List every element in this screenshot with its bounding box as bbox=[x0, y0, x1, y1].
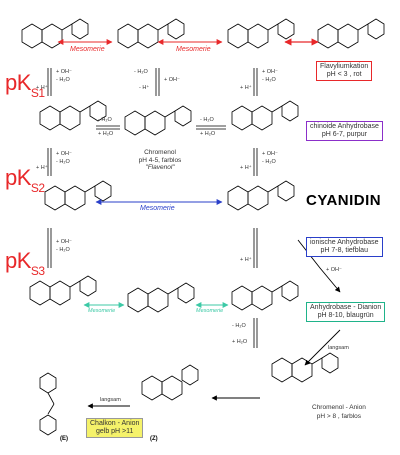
eq-label: + H⁺ bbox=[240, 257, 252, 263]
eq-label: + OH⁻ bbox=[56, 151, 72, 157]
molecule-2b bbox=[124, 105, 192, 136]
molecule-1b bbox=[117, 18, 185, 49]
eq-label: - H₂O bbox=[98, 117, 112, 123]
eq-arrow-v6 bbox=[47, 228, 52, 268]
molecule-5c-e-chalkon bbox=[39, 372, 57, 436]
pk-s3-label: pKS3 bbox=[5, 248, 45, 279]
molecule-4c bbox=[231, 280, 299, 311]
eq-label: + H₂O bbox=[98, 131, 114, 137]
chromenol-anion-label: Chromenol - Anion pH > 8 , farblos bbox=[312, 404, 366, 420]
molecule-5a-chromenol-anion bbox=[271, 352, 339, 383]
mesomerie-top-right: Mesomerie bbox=[176, 46, 211, 53]
molecule-3a bbox=[44, 180, 112, 211]
eq-label: + OH⁻ bbox=[56, 239, 72, 245]
eq-label: + OH⁻ bbox=[164, 77, 180, 83]
molecule-5b-z-chalkon bbox=[141, 364, 199, 401]
eq-arrow-v3 bbox=[253, 68, 258, 96]
eq-label: + H⁺ bbox=[240, 85, 252, 91]
molecule-2c bbox=[231, 100, 299, 131]
eq-label: - H⁺ bbox=[139, 85, 150, 91]
molecule-3b bbox=[227, 180, 295, 211]
molecule-4b bbox=[127, 282, 195, 313]
molecule-1c bbox=[227, 18, 295, 49]
eq-label: - H₂O bbox=[200, 117, 214, 123]
diagram-title: CYANIDIN bbox=[306, 192, 382, 209]
chromenol-label: Chromenol pH 4-5, farblos "Flavenol" bbox=[138, 149, 182, 171]
eq-arrow-v7 bbox=[253, 228, 258, 268]
eq-label: - H₂O bbox=[56, 247, 70, 253]
eq-arrow-v2 bbox=[155, 68, 160, 96]
eq-label: - H₂O bbox=[262, 159, 276, 165]
compound-label-z: (Z) bbox=[150, 436, 158, 442]
molecule-4a bbox=[29, 275, 97, 306]
eq-arrow-v8 bbox=[253, 318, 258, 348]
eq-label: + H⁺ bbox=[36, 85, 48, 91]
molecule-1a bbox=[21, 18, 89, 49]
eq-label: + OH⁻ bbox=[326, 267, 342, 273]
eq-label: + OH⁻ bbox=[262, 69, 278, 75]
eq-label: - H₂O bbox=[134, 69, 148, 75]
eq-label: + H⁺ bbox=[36, 165, 48, 171]
eq-label: - H₂O bbox=[262, 77, 276, 83]
eq-label: + H⁺ bbox=[240, 165, 252, 171]
eq-label: - H₂O bbox=[56, 77, 70, 83]
slow-label: langsam bbox=[100, 397, 121, 403]
eq-arrow-v1 bbox=[47, 68, 52, 96]
slow-label: langsam bbox=[328, 345, 349, 351]
eq-label: + H₂O bbox=[200, 131, 216, 137]
pk-s1-label: pKS1 bbox=[5, 70, 45, 101]
eq-arrow-v5 bbox=[253, 148, 258, 176]
eq-label: + H₂O bbox=[232, 339, 248, 345]
mesomerie-lower-left: Mesomerie bbox=[88, 308, 116, 314]
mesomerie-lower-right: Mesomerie bbox=[196, 308, 224, 314]
eq-label: - H₂O bbox=[56, 159, 70, 165]
eq-arrow-v4 bbox=[47, 148, 52, 176]
pk-s2-label: pKS2 bbox=[5, 165, 45, 196]
molecule-2a bbox=[39, 100, 107, 131]
eq-label: + OH⁻ bbox=[262, 151, 278, 157]
eq-label: + OH⁻ bbox=[56, 69, 72, 75]
eq-label: - H₂O bbox=[232, 323, 246, 329]
compound-label-e: (E) bbox=[60, 436, 68, 442]
mesomerie-top-left: Mesomerie bbox=[70, 46, 105, 53]
mesomerie-middle: Mesomerie bbox=[140, 205, 175, 212]
molecule-1d bbox=[317, 18, 385, 49]
